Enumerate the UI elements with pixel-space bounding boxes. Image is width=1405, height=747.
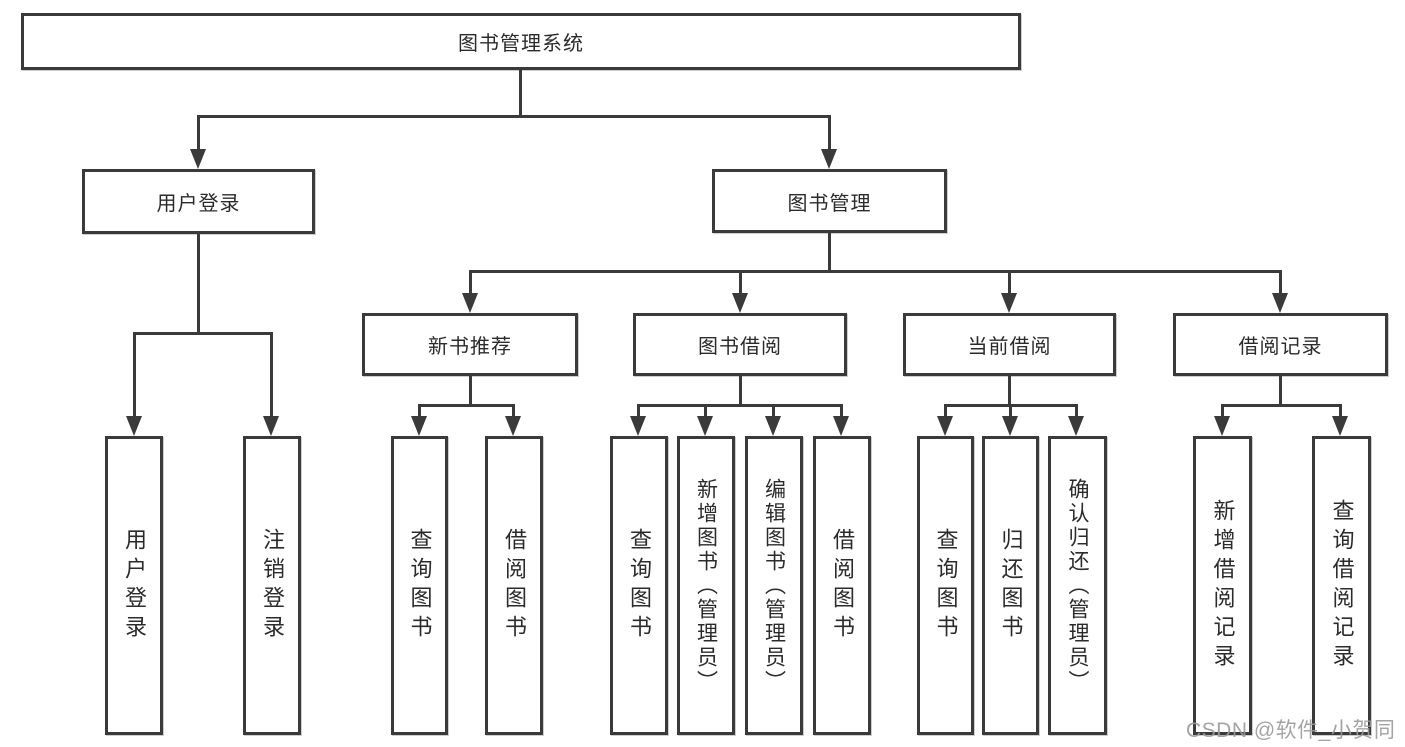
node-current-borrow: 当前借阅 bbox=[903, 313, 1116, 376]
leaf-add-book: 新增图书（管理员） bbox=[677, 436, 735, 735]
node-book-mgmt-label: 图书管理 bbox=[787, 192, 872, 215]
connector-vline bbox=[418, 404, 421, 418]
connector-vline bbox=[772, 404, 775, 418]
connector-vline bbox=[1279, 270, 1282, 295]
connector-hline bbox=[1221, 404, 1342, 407]
leaf-borrow-book-borrow-label: 借阅图书 bbox=[830, 527, 855, 644]
leaf-logout: 注销登录 bbox=[243, 436, 301, 735]
connector-vline bbox=[1339, 404, 1342, 418]
leaf-query-borrow-record: 查询借阅记录 bbox=[1312, 436, 1371, 735]
connector-hline bbox=[197, 115, 831, 118]
leaf-return-book-label: 归还图书 bbox=[998, 527, 1024, 644]
leaf-query-book-rec-label: 查询图书 bbox=[407, 527, 433, 644]
connector-hline bbox=[469, 270, 1281, 273]
arrow-down-icon bbox=[937, 416, 953, 436]
leaf-return-book: 归还图书 bbox=[982, 436, 1039, 735]
leaf-edit-book-label: 编辑图书（管理员） bbox=[762, 477, 786, 694]
node-book-borrow-label: 图书借阅 bbox=[698, 336, 782, 358]
leaf-query-borrow-record-label: 查询借阅记录 bbox=[1329, 498, 1355, 673]
node-book-borrow: 图书借阅 bbox=[633, 313, 847, 376]
csdn-watermark: CSDN @软件_小贺同学 bbox=[1186, 719, 1396, 742]
node-borrow-record: 借阅记录 bbox=[1173, 313, 1388, 376]
leaf-user-login: 用户登录 bbox=[105, 436, 163, 735]
connector-vline bbox=[828, 115, 831, 153]
node-user-login-label: 用户登录 bbox=[156, 193, 241, 215]
arrow-down-icon bbox=[1002, 416, 1018, 436]
connector-vline bbox=[739, 376, 742, 407]
arrow-down-icon bbox=[126, 416, 142, 436]
leaf-user-login-label: 用户登录 bbox=[122, 527, 147, 644]
leaf-add-borrow-record: 新增借阅记录 bbox=[1193, 436, 1252, 735]
arrow-down-icon bbox=[765, 416, 781, 436]
connector-vline bbox=[197, 115, 200, 153]
arrow-down-icon bbox=[190, 149, 206, 169]
node-new-book-rec: 新书推荐 bbox=[362, 313, 578, 376]
leaf-borrow-book-borrow: 借阅图书 bbox=[813, 436, 871, 735]
connector-hline bbox=[133, 332, 273, 335]
node-root: 图书管理系统 bbox=[21, 13, 1021, 70]
connector-vline bbox=[944, 404, 947, 418]
arrow-down-icon bbox=[1272, 293, 1288, 313]
leaf-edit-book: 编辑图书（管理员） bbox=[745, 436, 803, 735]
arrow-down-icon bbox=[821, 149, 837, 169]
connector-vline bbox=[512, 404, 515, 418]
connector-vline bbox=[1009, 404, 1012, 418]
connector-vline bbox=[519, 68, 522, 118]
leaf-confirm-return: 确认归还（管理员） bbox=[1048, 436, 1107, 735]
connector-vline bbox=[197, 234, 200, 335]
arrow-down-icon bbox=[1068, 416, 1084, 436]
node-root-label: 图书管理系统 bbox=[458, 33, 584, 55]
leaf-query-book-rec: 查询图书 bbox=[391, 436, 448, 735]
arrow-down-icon bbox=[732, 293, 748, 313]
leaf-query-book-borrow-label: 查询图书 bbox=[627, 527, 652, 644]
leaf-borrow-book-rec-label: 借阅图书 bbox=[502, 527, 527, 644]
leaf-query-book-current: 查询图书 bbox=[917, 436, 974, 735]
node-book-mgmt: 图书管理 bbox=[712, 169, 947, 233]
arrow-down-icon bbox=[462, 293, 478, 313]
connector-vline bbox=[1221, 404, 1224, 418]
arrow-down-icon bbox=[1332, 416, 1348, 436]
node-new-book-rec-label: 新书推荐 bbox=[428, 336, 512, 358]
connector-vline bbox=[469, 270, 472, 295]
node-borrow-record-label: 借阅记录 bbox=[1238, 336, 1323, 358]
arrow-down-icon bbox=[1001, 293, 1017, 313]
connector-vline bbox=[637, 404, 640, 418]
connector-vline bbox=[1008, 270, 1011, 295]
arrow-down-icon bbox=[505, 416, 521, 436]
node-user-login: 用户登录 bbox=[82, 169, 315, 234]
leaf-query-book-current-label: 查询图书 bbox=[933, 527, 959, 644]
connector-vline bbox=[469, 376, 472, 407]
connector-vline bbox=[1008, 376, 1011, 407]
arrow-down-icon bbox=[263, 416, 279, 436]
connector-hline bbox=[637, 404, 842, 407]
leaf-confirm-return-label: 确认归还（管理员） bbox=[1066, 477, 1089, 694]
connector-vline bbox=[840, 404, 843, 418]
connector-vline bbox=[1075, 404, 1078, 418]
leaf-query-book-borrow: 查询图书 bbox=[610, 436, 668, 735]
arrow-down-icon bbox=[697, 416, 713, 436]
leaf-add-book-label: 新增图书（管理员） bbox=[694, 477, 718, 694]
arrow-down-icon bbox=[1214, 416, 1230, 436]
arrow-down-icon bbox=[630, 416, 646, 436]
connector-vline bbox=[739, 270, 742, 295]
connector-vline bbox=[1279, 376, 1282, 407]
connector-hline bbox=[418, 404, 515, 407]
arrow-down-icon bbox=[411, 416, 427, 436]
arrow-down-icon bbox=[833, 416, 849, 436]
leaf-borrow-book-rec: 借阅图书 bbox=[485, 436, 543, 735]
leaf-logout-label: 注销登录 bbox=[260, 527, 285, 644]
connector-vline bbox=[270, 332, 273, 418]
connector-vline bbox=[133, 332, 136, 418]
connector-vline bbox=[828, 233, 831, 273]
node-current-borrow-label: 当前借阅 bbox=[967, 336, 1052, 358]
connector-vline bbox=[704, 404, 707, 418]
leaf-add-borrow-record-label: 新增借阅记录 bbox=[1210, 498, 1236, 673]
